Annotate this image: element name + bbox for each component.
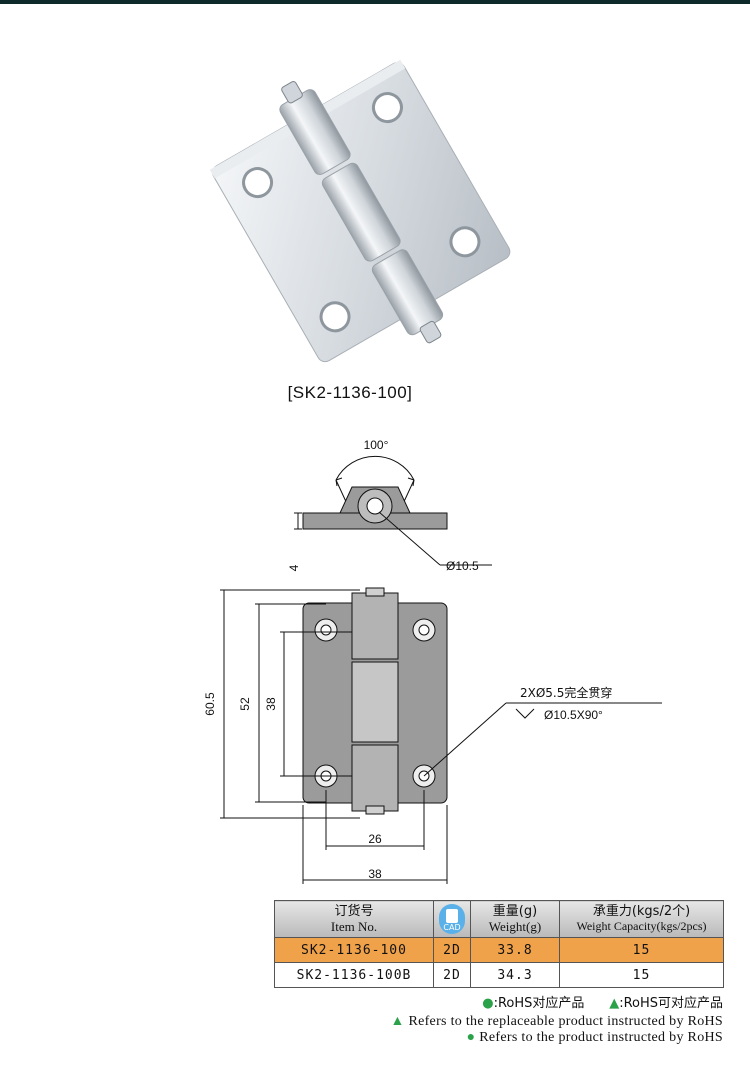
legend-circle-en: Refers to the product instructed by RoHS: [479, 1030, 723, 1045]
hole-note-line2: Ø10.5X90°: [544, 708, 603, 722]
rohs-legend: ●:RoHS对应产品 ▲:RoHS可对应产品 ▲ Refers to the r…: [390, 996, 723, 1046]
row-item: SK2-1136-100: [274, 937, 434, 963]
height-total-label: 60.5: [203, 692, 217, 716]
legend-triangle-en-row: ▲ Refers to the replaceable product inst…: [390, 1014, 723, 1030]
legend-triangle-en: Refers to the replaceable product instru…: [408, 1014, 723, 1029]
pin-diameter-label: Ø10.5: [446, 559, 479, 573]
row-cad: 2D: [433, 937, 471, 963]
technical-drawing: 100° 4 Ø10.5 60.5 52 38 26 38 2XØ5.5完全贯穿…: [203, 438, 662, 884]
legend-triangle-cn: :RoHS可对应产品: [619, 996, 723, 1011]
header-item: 订货号 Item No.: [274, 900, 434, 938]
legend-circle-en-row: ● Refers to the product instructed by Ro…: [390, 1030, 723, 1046]
row-weight: 33.8: [470, 937, 560, 963]
hole-pitch-horizontal-label: 26: [368, 832, 382, 846]
triangle-symbol-icon: ▲: [609, 996, 620, 1011]
circle-symbol-icon: ●: [466, 1030, 476, 1045]
header-weight: 重量(g) Weight(g): [470, 900, 560, 938]
thickness-label: 4: [287, 564, 301, 571]
top-view: [294, 455, 492, 566]
triangle-symbol-icon: ▲: [390, 1014, 405, 1029]
table-row: SK2-1136-100B 2D 34.3 15: [274, 962, 724, 988]
table-header-row: 订货号 Item No. CAD 重量(g) Weight(g) 承重力(kgs…: [274, 900, 724, 938]
hinge-photo: [209, 59, 511, 363]
row-weight: 34.3: [470, 962, 560, 988]
knuckle-length-label: 38: [264, 697, 278, 711]
header-capacity: 承重力(kgs/2个) Weight Capacity(kgs/2pcs): [559, 900, 724, 938]
top-bar: [0, 0, 750, 4]
legend-circle-cn: :RoHS对应产品: [493, 996, 585, 1011]
front-view: [302, 587, 448, 815]
circle-symbol-icon: ●: [482, 996, 494, 1011]
hole-note-line1: 2XØ5.5完全贯穿: [520, 685, 612, 700]
header-cad: CAD: [433, 900, 471, 938]
width-total-label: 38: [368, 867, 382, 881]
hole-pitch-vertical-label: 52: [238, 697, 252, 711]
legend-cn-row: ●:RoHS对应产品 ▲:RoHS可对应产品: [390, 996, 723, 1012]
table-row: SK2-1136-100 2D 33.8 15: [274, 937, 724, 963]
row-cad: 2D: [433, 962, 471, 988]
cad-icon: CAD: [439, 904, 465, 934]
spec-table: 订货号 Item No. CAD 重量(g) Weight(g) 承重力(kgs…: [274, 900, 724, 988]
row-capacity: 15: [559, 937, 724, 963]
model-caption: [SK2-1136-100]: [287, 383, 413, 402]
angle-label: 100°: [364, 438, 389, 452]
row-capacity: 15: [559, 962, 724, 988]
dimension-lines: [220, 589, 662, 884]
row-item: SK2-1136-100B: [274, 962, 434, 988]
